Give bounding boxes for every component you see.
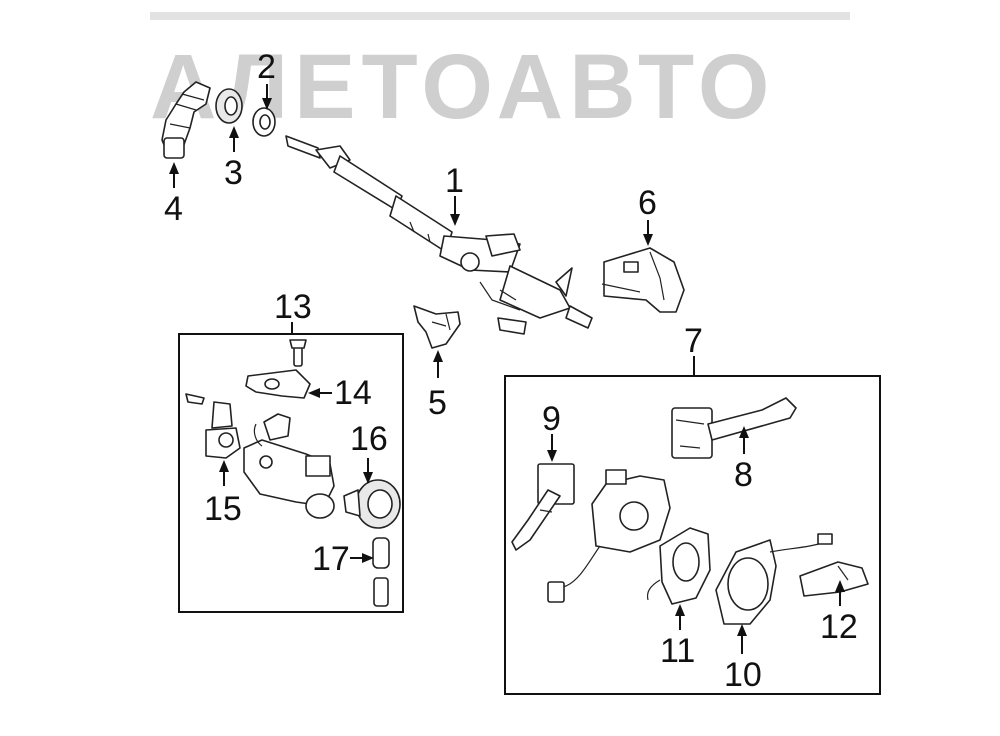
callout-17: 17 <box>312 540 350 578</box>
group-box-7 <box>504 375 881 695</box>
callout-labels: 1 2 3 4 5 6 7 8 9 10 11 12 13 14 15 16 1… <box>164 48 858 694</box>
callout-10: 10 <box>724 656 762 694</box>
callout-4: 4 <box>164 190 183 228</box>
callout-15: 15 <box>204 490 242 528</box>
callout-3: 3 <box>224 154 243 192</box>
part-4-universal-joint <box>161 81 211 159</box>
part-1-steering-column <box>285 135 593 335</box>
combination-switch-body <box>547 469 671 603</box>
part-15-key-switch <box>185 393 241 459</box>
part-6-column-cover <box>601 247 685 313</box>
part-17-key-cylinder <box>372 537 390 607</box>
callout-8: 8 <box>734 456 753 494</box>
steering-lock-housing <box>243 413 335 519</box>
part-11-steering-angle-sensor <box>646 527 711 605</box>
callout-9: 9 <box>542 400 561 438</box>
watermark-text: АЛЕТОАВТО <box>150 36 776 138</box>
callout-7: 7 <box>684 322 703 360</box>
part-10-clock-spring <box>715 533 833 625</box>
callout-16: 16 <box>350 420 388 458</box>
leader-lines <box>169 84 845 654</box>
part-9-wiper-switch <box>511 463 575 551</box>
callout-12: 12 <box>820 608 858 646</box>
part-2-washer <box>252 107 276 137</box>
callout-2: 2 <box>257 48 276 86</box>
part-16-illumination-ring <box>343 479 401 529</box>
part-12-connector-cover <box>799 561 869 597</box>
callout-5: 5 <box>428 384 447 422</box>
callout-14: 14 <box>334 374 372 412</box>
part-3-bushing <box>215 88 243 124</box>
callout-13: 13 <box>274 288 312 326</box>
part-5-bracket <box>413 305 461 349</box>
callout-6: 6 <box>638 184 657 222</box>
part-14-ignition-clamp <box>245 339 311 399</box>
callout-11: 11 <box>660 632 695 670</box>
callout-1: 1 <box>445 162 464 200</box>
part-8-turn-signal-switch <box>671 397 797 459</box>
